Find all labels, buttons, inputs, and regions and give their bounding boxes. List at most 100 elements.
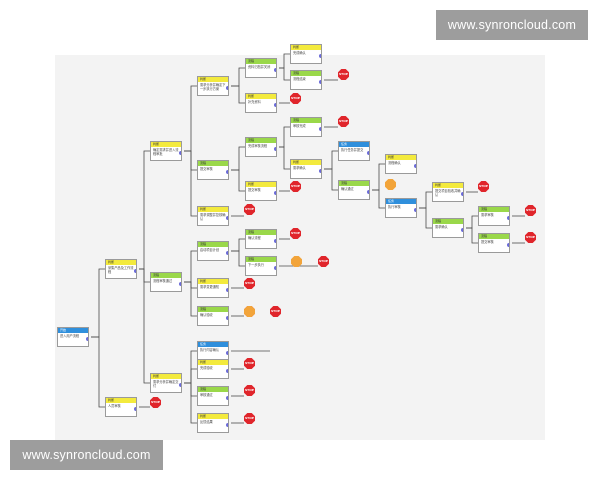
node-output-port[interactable] — [85, 336, 88, 342]
node-output-port[interactable] — [366, 150, 369, 156]
connector-line — [231, 250, 245, 267]
node-output-port[interactable] — [413, 163, 416, 169]
node-output-port[interactable] — [225, 287, 228, 293]
flow-node[interactable]: 流程资料归档并关闭 — [245, 58, 277, 78]
flow-node[interactable]: 任务执行内容确认 — [197, 341, 229, 361]
connector-line — [91, 268, 105, 338]
node-label: 流程确认 — [388, 161, 401, 165]
node-output-port[interactable] — [460, 191, 463, 197]
node-output-port[interactable] — [273, 102, 276, 108]
flow-node[interactable]: 任务执行审核 — [385, 198, 417, 218]
node-header: 判断 — [433, 183, 463, 188]
stop-icon: STOP — [338, 69, 349, 80]
flow-node[interactable]: 判断需求变更通知 — [197, 278, 229, 298]
flow-node[interactable]: 流程确认验收 — [197, 306, 229, 326]
node-output-port[interactable] — [133, 406, 136, 412]
node-label: 执行任务并提交 — [341, 148, 364, 152]
flow-node[interactable]: 开始进入用户流程 — [57, 327, 89, 347]
flow-node[interactable]: 判断需求调整并复核确认 — [197, 206, 229, 226]
node-label: 需求分析并确定交付 — [153, 380, 179, 388]
node-output-port[interactable] — [225, 215, 228, 221]
node-output-port[interactable] — [225, 395, 228, 401]
node-label: 完成审核流程 — [248, 144, 268, 148]
node-output-port[interactable] — [366, 189, 369, 195]
node-label: 确认通过 — [341, 187, 354, 191]
stop-icon: STOP — [318, 256, 329, 267]
node-output-port[interactable] — [225, 422, 228, 428]
node-output-port[interactable] — [225, 169, 228, 175]
node-output-port[interactable] — [273, 238, 276, 244]
flow-node[interactable]: 流程确认通过 — [338, 180, 370, 200]
node-output-port[interactable] — [506, 215, 509, 221]
node-output-port[interactable] — [225, 250, 228, 256]
flow-node[interactable]: 流程提交审核 — [197, 160, 229, 180]
flow-node[interactable]: 判断流程确认 — [385, 154, 417, 174]
connector-line — [231, 169, 245, 192]
flow-node[interactable]: 判断补充资料 — [245, 93, 277, 113]
flow-node[interactable]: 流程下一步执行 — [245, 256, 277, 276]
flow-node[interactable]: 任务执行任务并提交 — [338, 141, 370, 161]
connector-line — [231, 85, 245, 104]
flow-node[interactable]: 流程需求审核 — [478, 206, 510, 226]
node-output-port[interactable] — [273, 190, 276, 196]
node-output-port[interactable] — [225, 315, 228, 321]
node-output-port[interactable] — [273, 146, 276, 152]
node-output-port[interactable] — [178, 281, 181, 287]
stop-icon: STOP — [244, 385, 255, 396]
connector-line — [184, 350, 197, 384]
node-label: 需求分析并确定下一步执行方案 — [200, 83, 226, 91]
node-output-port[interactable] — [225, 368, 228, 374]
flow-node[interactable]: 判断需求确认 — [290, 159, 322, 179]
node-output-port[interactable] — [273, 265, 276, 271]
flow-node[interactable]: 判断人员审核 — [105, 397, 137, 417]
node-label: 人员审核 — [108, 404, 121, 408]
node-header: 判断 — [151, 142, 181, 147]
flow-node[interactable]: 流程提交审核 — [478, 233, 510, 253]
flow-node[interactable]: 流程完成审核流程 — [245, 137, 277, 157]
connector-line — [184, 250, 197, 283]
stop-icon: STOP — [525, 232, 536, 243]
wait-icon — [291, 256, 302, 267]
node-label: 提交审核 — [200, 167, 213, 171]
flow-node[interactable]: 判断采集产品及工作流程 — [105, 259, 137, 279]
flow-node[interactable]: 判断提交项目验收并确认 — [432, 182, 464, 202]
flow-node[interactable]: 判断完成验收 — [197, 359, 229, 379]
node-output-port[interactable] — [506, 242, 509, 248]
flow-node[interactable]: 判断需求分析并确定下一步执行方案 — [197, 76, 229, 96]
flow-node[interactable]: 流程需求确认 — [432, 218, 464, 238]
node-output-port[interactable] — [318, 126, 321, 132]
node-header: 流程 — [291, 118, 321, 123]
node-header: 判断 — [198, 414, 228, 419]
connector-line — [184, 150, 197, 171]
stop-icon: STOP — [244, 278, 255, 289]
node-output-port[interactable] — [225, 350, 228, 356]
stop-icon: STOP — [478, 181, 489, 192]
flow-node[interactable]: 流程启动项目计划 — [197, 241, 229, 261]
wait-icon — [244, 306, 255, 317]
node-output-port[interactable] — [318, 53, 321, 59]
node-output-port[interactable] — [225, 85, 228, 91]
node-output-port[interactable] — [318, 168, 321, 174]
flow-node[interactable]: 判断确定需求并进入流程审批 — [150, 141, 182, 161]
flow-node[interactable]: 判断完成确认 — [290, 44, 322, 64]
node-output-port[interactable] — [178, 150, 181, 156]
node-output-port[interactable] — [318, 79, 321, 85]
node-output-port[interactable] — [178, 382, 181, 388]
node-output-port[interactable] — [413, 207, 416, 213]
flow-node[interactable]: 判断反馈结果 — [197, 413, 229, 433]
node-header: 任务 — [198, 342, 228, 347]
flow-node[interactable]: 流程流程结束 — [290, 70, 322, 90]
flow-node[interactable]: 流程审核完成 — [290, 117, 322, 137]
connector-line — [139, 150, 150, 270]
node-output-port[interactable] — [273, 67, 276, 73]
node-header: 流程 — [291, 71, 321, 76]
flow-node[interactable]: 流程确认流程 — [245, 229, 277, 249]
node-output-port[interactable] — [133, 268, 136, 274]
connector-line — [419, 191, 432, 209]
node-header: 判断 — [198, 207, 228, 212]
flow-node[interactable]: 判断提交审核 — [245, 181, 277, 201]
flow-node[interactable]: 流程流程审核通过 — [150, 272, 182, 292]
flow-node[interactable]: 判断需求分析并确定交付 — [150, 373, 182, 393]
flow-node[interactable]: 流程审核通过 — [197, 386, 229, 406]
node-output-port[interactable] — [460, 227, 463, 233]
